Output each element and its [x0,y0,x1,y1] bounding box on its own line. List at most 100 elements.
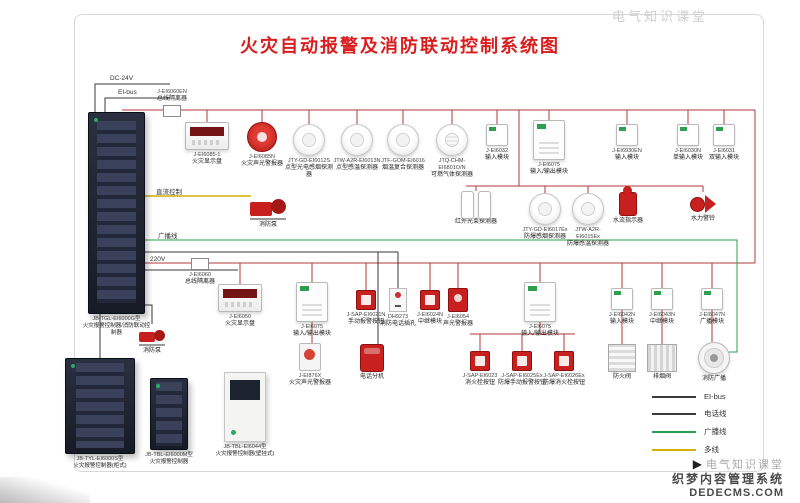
device-model: DH9273 [387,314,409,320]
device-model: J-EI876X [298,373,322,379]
device-model: J-EI6030N [675,148,701,154]
watermark-bottom: ▶电气知识课堂 织梦内容管理系统 DEDECMS.COM [672,457,784,502]
brand-row: ▶电气知识课堂 [672,457,784,473]
legend-item: 电话线 [652,408,727,419]
device-name: 火灾显示盘 [224,320,255,327]
device-model: J-SAP-EI6023 [462,373,498,379]
legend-item: 多线 [652,444,727,455]
cms-watermark-line2: DEDECMS.COM [689,487,784,500]
beam-pair-icon [460,191,492,219]
device-name: 输入/输出模块 [293,330,331,337]
legend-label: 电话线 [704,409,727,418]
module-icon [713,124,735,146]
device-name: 防爆手动报警按钮 [498,379,547,386]
isolator-icon [163,105,181,117]
module-lg-icon [533,120,565,160]
device-model: J-EI6024N [417,312,443,318]
device-model: JTY-GD-EI6017Ex [522,227,568,233]
grille-icon [608,344,636,372]
button-icon [420,290,440,310]
button-icon [512,351,532,371]
module-icon [701,288,723,310]
device-name: 声光警报器 [442,320,473,327]
legend-item: EI-bus [652,392,727,401]
phone-and-power-wires [94,83,399,358]
cabinet-model: JB-TBL-EI6000M型 [145,452,193,458]
detector-icon [341,124,373,156]
legend-label: 广播线 [704,427,727,436]
device-model: J-EI6060EN [157,88,187,95]
device-model: J-EI6042N [609,312,635,318]
device-name: 消防泵 [142,348,161,354]
sounder-wall-icon [299,343,321,371]
cabinet-label: JB-TGL-EI6000G型火灾报警控制器/消防联动控制器 [82,316,152,337]
device-label: 红外光束探测器 [452,219,500,227]
device-model: JTF-GOM-EI6016 [381,158,425,164]
module-icon [677,124,699,146]
sounder-sq-icon [448,288,468,312]
legend-line-swatch [652,448,696,451]
device-phone: 电话分机 [348,344,396,382]
legend-line-swatch [652,430,696,433]
device-model: J-EI6047N [699,312,725,318]
pump-icon [250,192,286,220]
device-name: 点型光电感烟探测器 [285,164,334,179]
device-grille-v: 排烟阀 [638,344,686,382]
device-name: 防火阀 [612,374,631,380]
broadcast-wire [143,239,738,353]
button-icon [356,290,376,310]
module-icon [616,124,638,146]
detector-gas-icon [436,124,468,156]
brand-text: 电气知识课堂 [706,458,784,471]
device-name: 红外光束探测器 [454,219,497,225]
cabinet-label: JB-TYL-EI6000S型火灾报警控制器(柜式) [65,456,135,470]
device-name: 中继模块 [417,318,442,325]
device-model: J-SAP-EI6025Ex [501,373,543,379]
device-name: 点型感温探测器 [335,164,378,171]
cabinet: JB-TBL-EI6044型火灾报警控制器(壁挂式) [216,372,274,457]
bell-icon [690,192,716,214]
device-label: 排烟阀 [638,374,686,382]
jack-icon [389,288,407,312]
device-name: 防爆感烟探测器 [523,233,566,240]
wire-label: 广播线 [158,233,178,240]
device-name: 火灾显示盘 [191,158,222,165]
device-name: 广播模块 [699,318,724,325]
button-icon [554,351,574,371]
device-name: 火灾声光警报器 [288,379,331,386]
isolator-icon [191,258,209,270]
device-name: 消防广播 [701,376,726,382]
legend-label: EI-bus [704,392,726,401]
cabinet: JB-TYL-EI6000S型火灾报警控制器(柜式) [65,358,135,469]
cms-watermark-line1: 织梦内容管理系统 [671,472,784,487]
ei-bus-wires [122,109,756,351]
diagram-title: 火灾自动报警及消防联动控制系统图 [240,36,560,56]
device-grille: 防火阀 [598,344,646,382]
